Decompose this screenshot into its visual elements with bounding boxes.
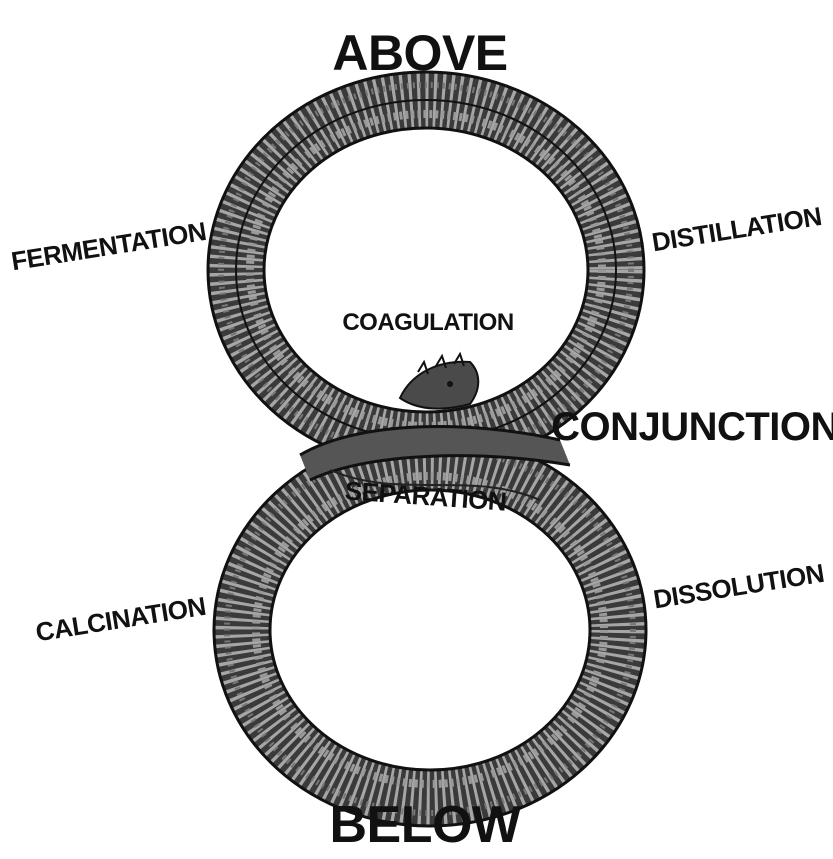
label-coagulation: COAGULATION <box>342 309 513 336</box>
serpent-head <box>400 354 478 409</box>
label-calcination: CALCINATION <box>33 591 207 647</box>
label-below: BELOW <box>329 796 521 854</box>
label-above: ABOVE <box>332 25 507 81</box>
label-conjunction: CONJUNCTION <box>551 405 833 449</box>
label-fermentation: FERMENTATION <box>9 216 208 276</box>
label-distillation: DISTILLATION <box>650 201 824 257</box>
label-dissolution: DISSOLUTION <box>651 558 826 615</box>
